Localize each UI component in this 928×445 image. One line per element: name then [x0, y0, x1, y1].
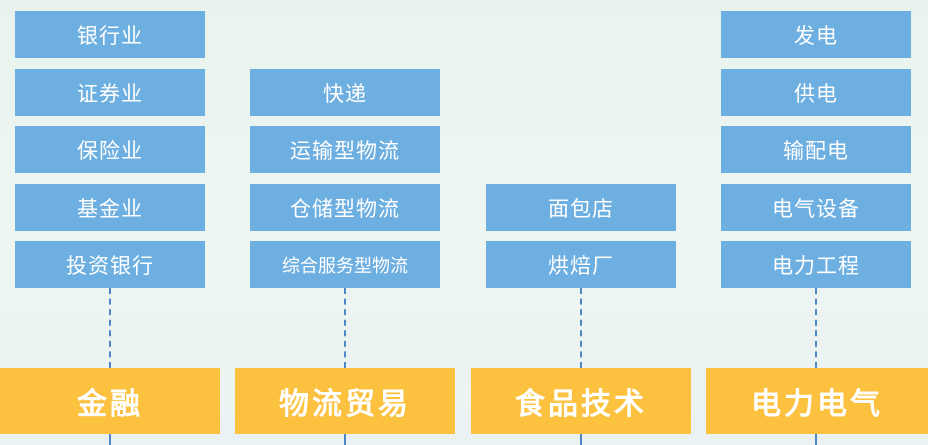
item-box: 烘焙厂: [486, 241, 676, 288]
column-logistics: 快递 运输型物流 仓储型物流 综合服务型物流 物流贸易: [235, 0, 455, 445]
dashed-connector: [815, 288, 817, 368]
item-box: 投资银行: [15, 241, 205, 288]
item-box: 电气设备: [721, 184, 911, 231]
item-box: 快递: [250, 69, 440, 116]
dashed-connector: [815, 434, 817, 445]
column-power: 发电 供电 输配电 电气设备 电力工程 电力电气: [706, 0, 928, 445]
dashed-connector: [109, 288, 111, 368]
category-box: 食品技术: [471, 368, 691, 434]
dashed-connector: [580, 288, 582, 368]
category-box: 物流贸易: [235, 368, 455, 434]
category-box: 电力电气: [706, 368, 928, 434]
item-box: 银行业: [15, 11, 205, 58]
item-box: 运输型物流: [250, 126, 440, 173]
item-box: 输配电: [721, 126, 911, 173]
dashed-connector: [344, 434, 346, 445]
item-box: 供电: [721, 69, 911, 116]
item-box: 发电: [721, 11, 911, 58]
item-box: 电力工程: [721, 241, 911, 288]
item-box: 仓储型物流: [250, 184, 440, 231]
category-box: 金融: [0, 368, 220, 434]
column-food-tech: 面包店 烘焙厂 食品技术: [471, 0, 691, 445]
item-box: 证券业: [15, 69, 205, 116]
item-box: 保险业: [15, 126, 205, 173]
item-box: 基金业: [15, 184, 205, 231]
item-box: 综合服务型物流: [250, 241, 440, 288]
dashed-connector: [580, 434, 582, 445]
item-box: 面包店: [486, 184, 676, 231]
dashed-connector: [344, 288, 346, 368]
dashed-connector: [109, 434, 111, 445]
column-finance: 银行业 证券业 保险业 基金业 投资银行 金融: [0, 0, 220, 445]
